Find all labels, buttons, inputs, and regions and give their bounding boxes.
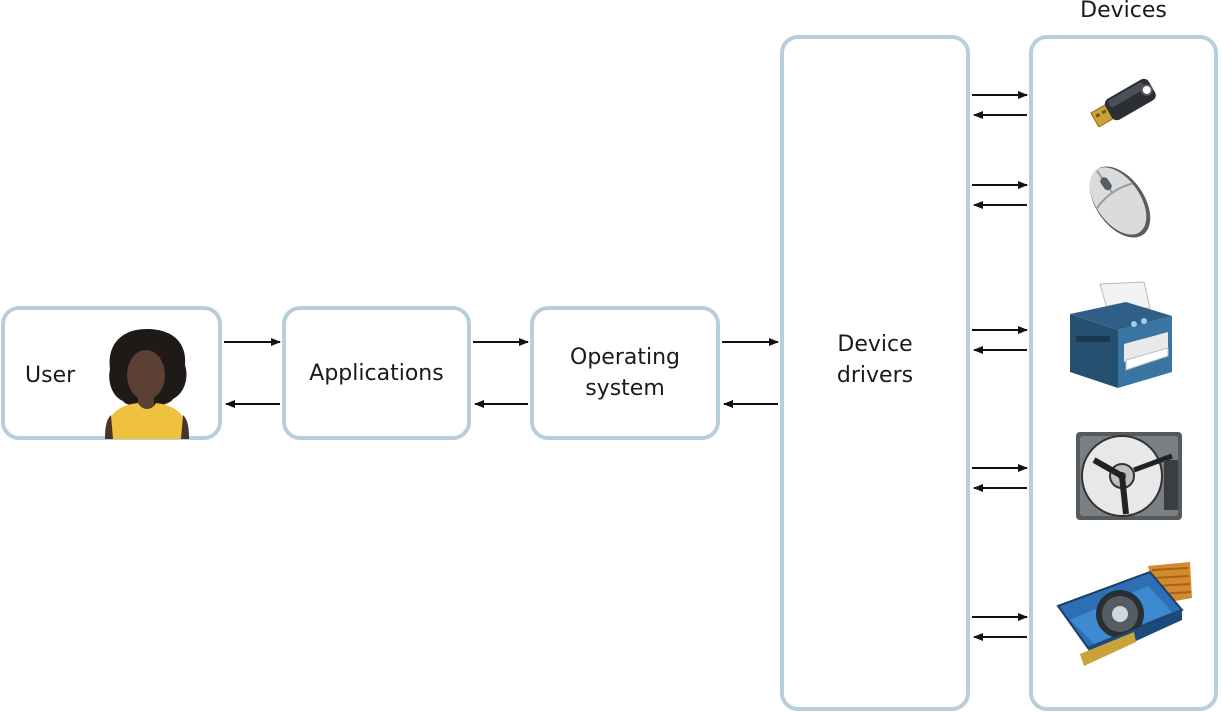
- devices-title: Devices: [1080, 0, 1167, 23]
- applications-box: Applications: [282, 306, 471, 440]
- os-label-line1: Operating: [570, 345, 680, 370]
- drivers-label-line2: drivers: [836, 363, 914, 388]
- hard-disk-drive-icon: [1076, 432, 1182, 520]
- person-icon: [105, 329, 189, 439]
- operating-system-box: Operating system: [530, 306, 720, 440]
- printer-icon: [1070, 281, 1172, 388]
- os-label-line2: system: [585, 376, 665, 401]
- applications-label: Applications: [309, 360, 444, 386]
- user-box: User: [1, 306, 222, 440]
- usb-flash-drive-icon: [1090, 78, 1156, 128]
- device-drivers-box: Device drivers: [780, 35, 970, 711]
- user-label: User: [25, 363, 76, 388]
- drivers-label-line1: Device: [837, 332, 913, 357]
- graphics-card-icon: [1056, 562, 1192, 666]
- computer-mouse-icon: [1089, 166, 1151, 238]
